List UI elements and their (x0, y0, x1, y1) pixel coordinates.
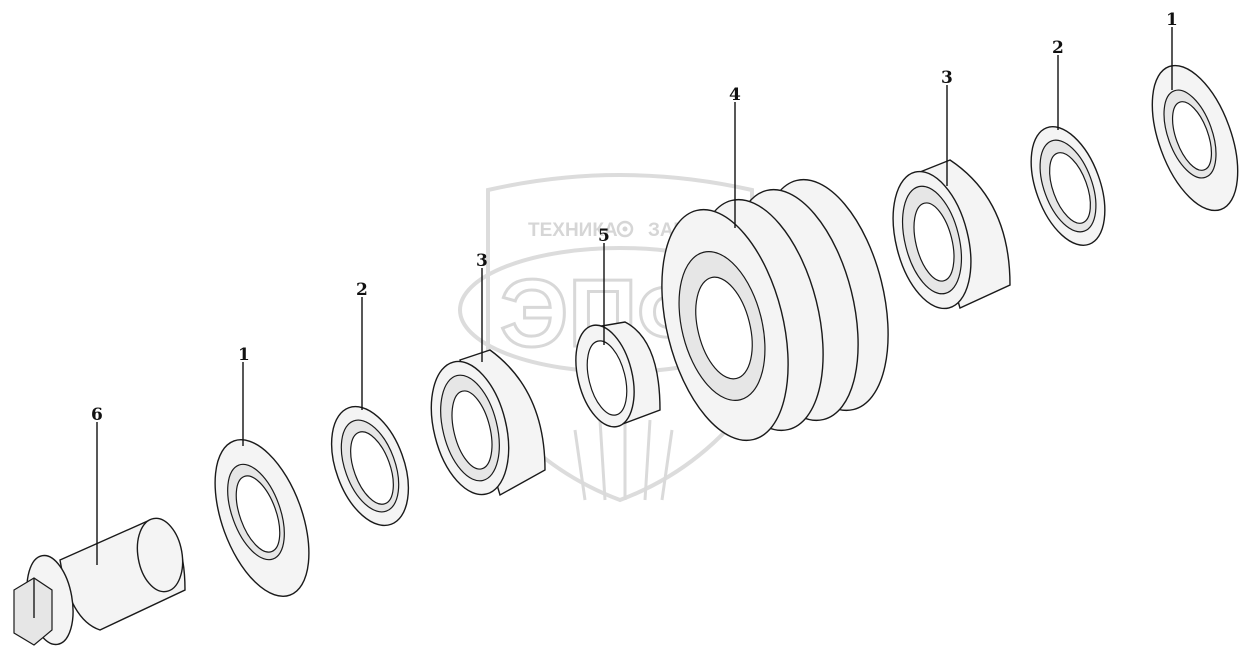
callout-c1b: 1 (1166, 10, 1178, 30)
gear-icon (616, 220, 634, 238)
part-washer-right (1151, 64, 1239, 212)
wheat-icon (573, 418, 674, 501)
leader-lines (96, 27, 1173, 565)
callouts: 1 2 3 4 3 2 1 5 6 (91, 10, 1178, 425)
callout-c3b: 3 (941, 68, 953, 88)
callout-c5: 5 (598, 226, 610, 246)
part-seal-right (1030, 126, 1106, 246)
callout-c4: 4 (729, 85, 741, 105)
part-bearing-right (892, 159, 1011, 310)
callout-c1a: 1 (238, 345, 250, 365)
part-spacer-sleeve (575, 321, 661, 428)
part-seal-left (330, 405, 410, 527)
part-bolt-sleeve (13, 517, 186, 646)
part-washer-left (214, 439, 310, 597)
watermark-shield (486, 173, 754, 503)
callout-c2a: 2 (356, 280, 368, 300)
callout-c6: 6 (91, 405, 103, 425)
part-pulley (661, 178, 889, 442)
part-bearing-left (430, 349, 546, 497)
callout-c2b: 2 (1052, 38, 1064, 58)
watermark-text-left: ТЕХНИКА (528, 220, 618, 241)
callout-c3a: 3 (476, 251, 488, 271)
